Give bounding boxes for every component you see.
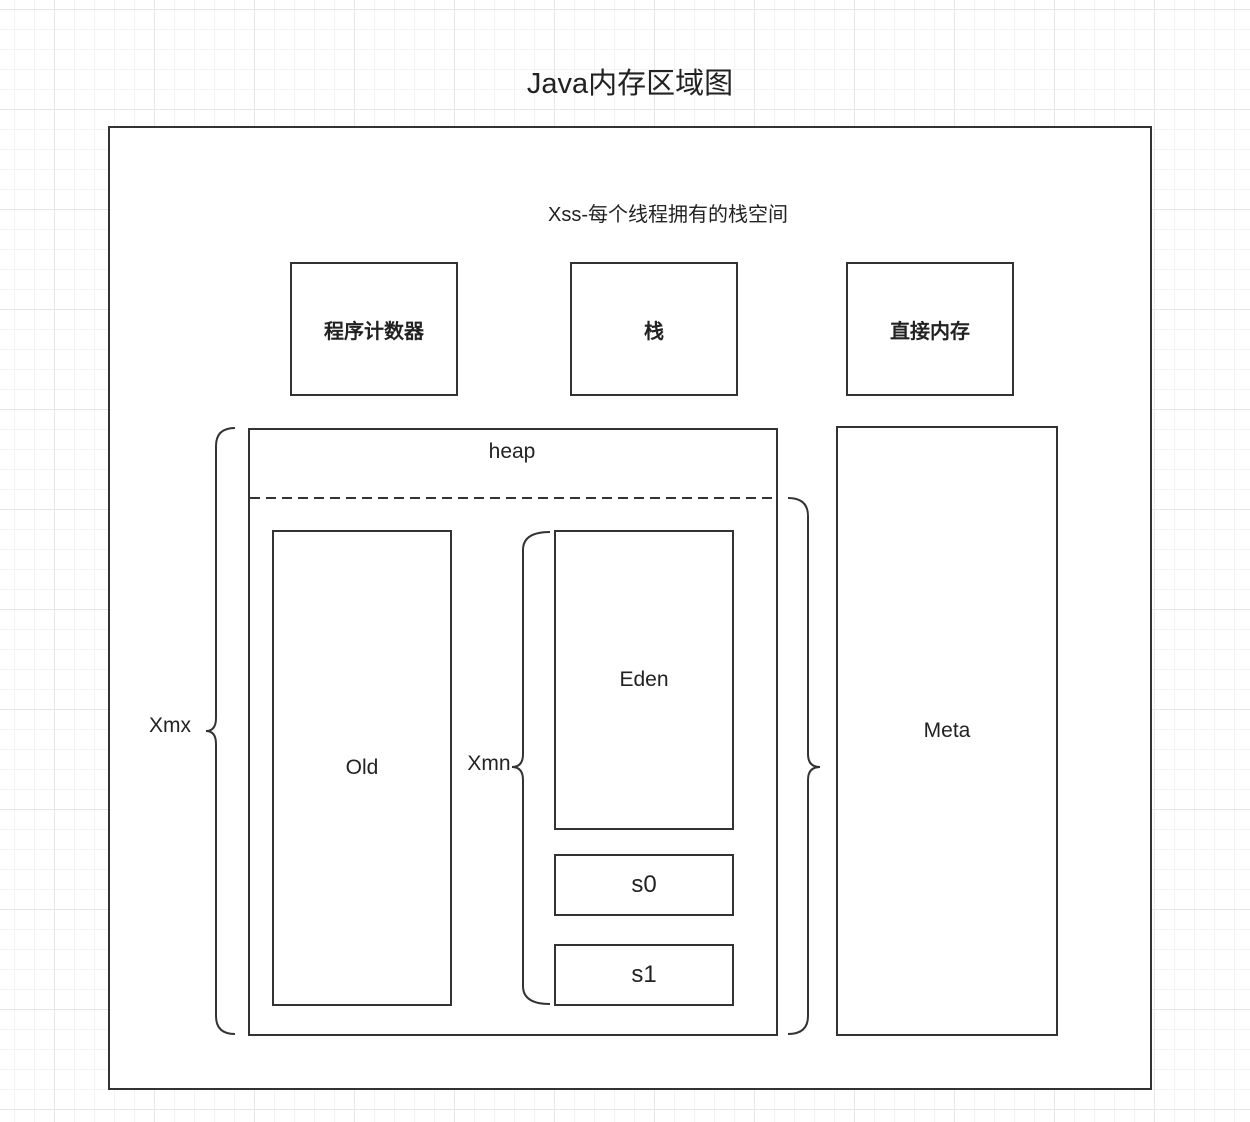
survivor-s1-box[interactable]: s1 bbox=[554, 944, 734, 1006]
survivor-s0-label: s0 bbox=[631, 871, 657, 898]
metaspace-box[interactable]: Meta bbox=[836, 426, 1058, 1036]
eden-label: Eden bbox=[619, 668, 669, 691]
direct-memory-box[interactable]: 直接内存 bbox=[846, 262, 1014, 396]
stack-box[interactable]: 栈 bbox=[570, 262, 738, 396]
diagram-title: Java内存区域图 bbox=[526, 68, 734, 100]
xmn-label: Xmn bbox=[467, 752, 511, 775]
program-counter-label: 程序计数器 bbox=[324, 320, 424, 343]
xss-label: Xss-每个线程拥有的栈空间 bbox=[548, 204, 788, 226]
young-old-brace bbox=[787, 497, 821, 1035]
xmx-brace bbox=[205, 427, 236, 1035]
eden-box[interactable]: Eden bbox=[554, 530, 734, 830]
survivor-s1-label: s1 bbox=[631, 961, 657, 988]
direct-memory-label: 直接内存 bbox=[890, 320, 970, 343]
old-gen-label: Old bbox=[345, 756, 379, 779]
heap-label: heap bbox=[488, 440, 536, 463]
survivor-s0-box[interactable]: s0 bbox=[554, 854, 734, 916]
stack-label: 栈 bbox=[644, 320, 664, 343]
program-counter-box[interactable]: 程序计数器 bbox=[290, 262, 458, 396]
xmx-label: Xmx bbox=[149, 714, 191, 737]
old-gen-box[interactable]: Old bbox=[272, 530, 452, 1006]
xmn-brace bbox=[511, 531, 551, 1005]
metaspace-label: Meta bbox=[923, 719, 971, 742]
